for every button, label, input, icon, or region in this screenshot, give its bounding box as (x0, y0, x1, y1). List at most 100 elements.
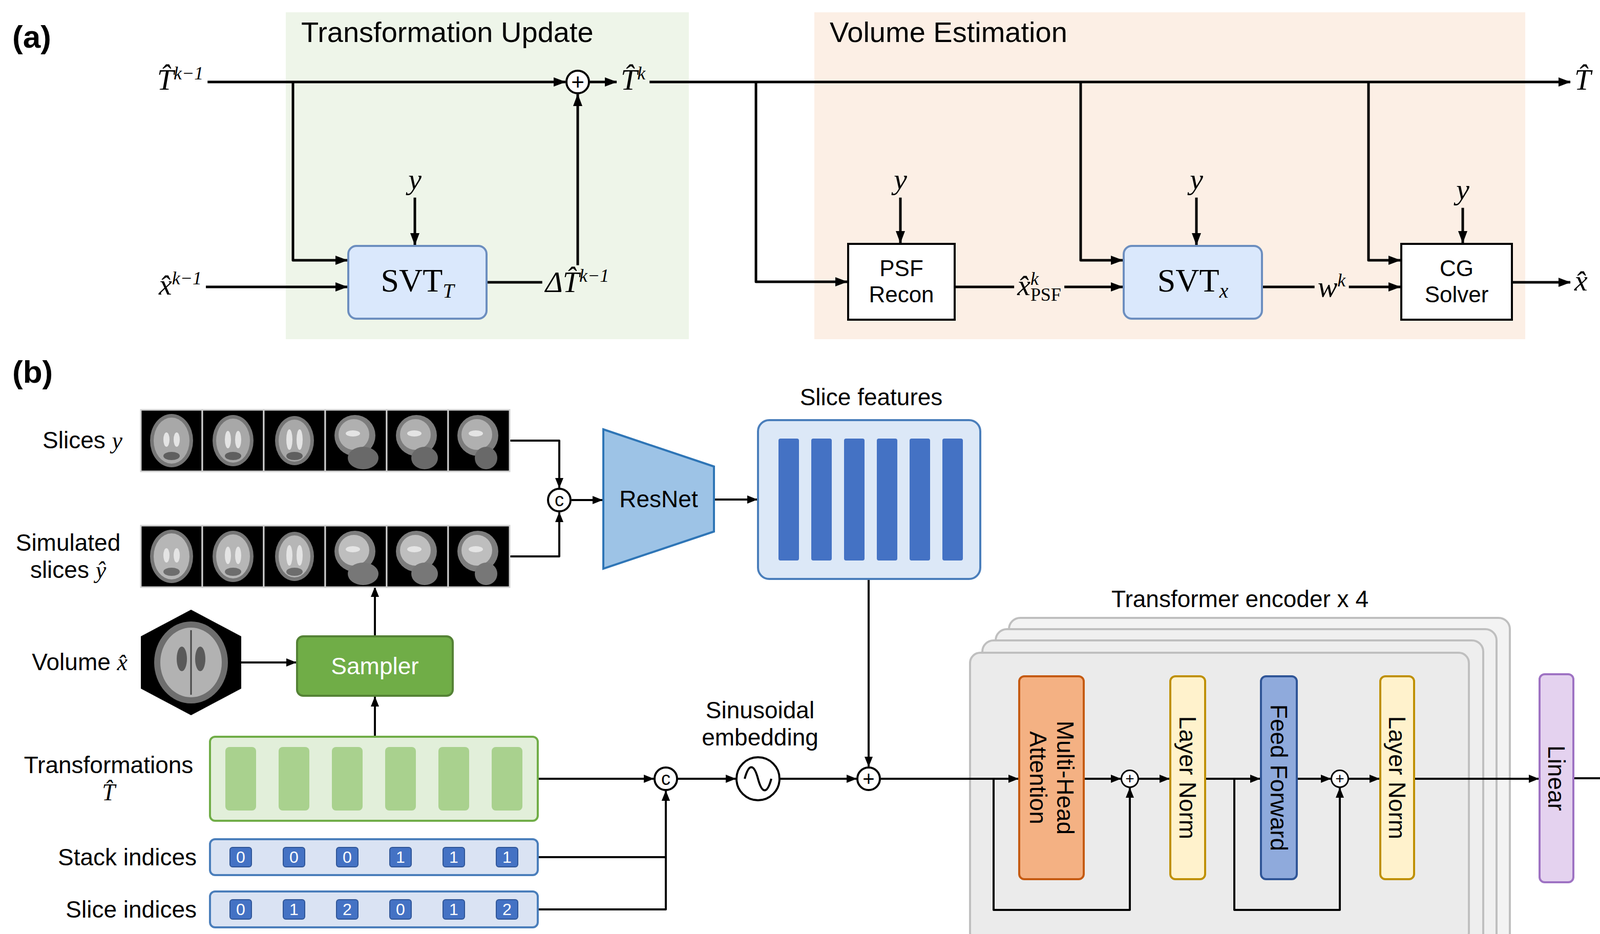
label-text: ΔT̂k−1 (545, 265, 610, 299)
text-run: Slices (42, 426, 112, 454)
label-text: 2 (502, 900, 512, 918)
label-text: 0 (236, 848, 246, 866)
ventricle (407, 430, 422, 437)
head-shape (275, 531, 314, 581)
label-text: c (554, 490, 564, 510)
text-box: 0 (390, 899, 411, 919)
body-shape (411, 562, 438, 585)
ventricle (407, 545, 422, 553)
brain-shape (461, 534, 493, 566)
label-text: Volume Estimation (829, 15, 1068, 49)
image-ground (448, 409, 510, 472)
index-cell: 2 (495, 898, 519, 920)
text-box: c (549, 489, 570, 511)
operator-circle: c (546, 487, 572, 513)
label-text: Volume x̂ (31, 648, 128, 676)
ventricle (176, 646, 187, 671)
text-box: 1 (496, 847, 518, 867)
head-shape (212, 530, 254, 582)
wire (207, 80, 566, 84)
label-text: CG Solver (1415, 255, 1498, 308)
text-box: SVTT (349, 246, 486, 318)
slice-image (140, 409, 203, 472)
layer-box: Linear (1538, 672, 1575, 883)
math-symbol: y (408, 162, 422, 197)
feature-bar (942, 438, 963, 561)
text-run: k (1337, 269, 1346, 291)
slice-image (263, 525, 326, 587)
wire (649, 80, 1571, 84)
label-text: 1 (449, 900, 459, 918)
connector (867, 579, 870, 767)
image-ground (386, 525, 449, 587)
fissure (190, 629, 193, 695)
index-cell: 0 (229, 846, 252, 868)
index-cell: 0 (335, 846, 359, 868)
label-text: PSF Recon (860, 255, 943, 308)
transform-bar: Transformations T̂ (208, 735, 539, 822)
text-run: x̂ (1017, 268, 1031, 302)
connector (571, 498, 603, 501)
text-box: 0 (230, 847, 251, 867)
text-run: SVT (1157, 262, 1220, 299)
text-run: PSF (1030, 284, 1062, 305)
label-text: T̂k−1 (157, 62, 204, 97)
text-box: + (567, 71, 588, 93)
slice-strip: Slices y (140, 409, 510, 472)
index-cell: 0 (282, 846, 306, 868)
body-shape (347, 562, 379, 585)
operator-circle: + (565, 69, 591, 95)
connector (538, 790, 666, 910)
feature-bar (876, 438, 898, 561)
text-box: 0 (230, 899, 251, 919)
image-ground (386, 409, 449, 472)
slice-image (140, 525, 203, 587)
index-cell: 2 (335, 898, 359, 920)
wire (590, 80, 617, 84)
text-run: T̂ (157, 62, 174, 97)
text-box: + (858, 768, 879, 789)
text-run: T (442, 279, 454, 303)
label-text: Simulated slices ŷ (15, 529, 121, 583)
label-text: 1 (502, 848, 512, 866)
layer-box: Layer Norm (1169, 675, 1207, 880)
text-run: x̂ (117, 648, 128, 676)
body-shape (474, 446, 498, 470)
operator-circle: + (1120, 769, 1140, 788)
wire (1574, 776, 1600, 780)
body-shape (411, 446, 438, 470)
slice-image (202, 525, 264, 587)
label-text: Transformations T̂ (24, 751, 194, 806)
text-box: Layer Norm (1171, 677, 1205, 878)
connector (714, 498, 757, 501)
ventricle (195, 646, 206, 671)
panel-label: (b) (12, 353, 53, 390)
slice-image (386, 525, 449, 587)
ventricle (163, 548, 170, 563)
tissue-shape (286, 567, 303, 576)
heading-box: Simulated slices ŷ (6, 529, 130, 584)
volume-illustration (140, 609, 242, 715)
edge-label-box: ΔT̂k−1 (542, 265, 613, 300)
text-box: ResNet (602, 428, 715, 570)
ventricle (173, 432, 180, 447)
index-cell: 1 (442, 846, 466, 868)
image-ground (325, 525, 387, 587)
edge-label-box: x̂kPSF (1014, 268, 1065, 306)
tissue-shape (163, 567, 180, 576)
transform-cell (278, 746, 310, 811)
feature-bar (844, 438, 865, 561)
text-run: k−1 (173, 62, 204, 84)
wire (1461, 207, 1465, 243)
wire (413, 197, 417, 245)
layer-box: Layer Norm (1379, 675, 1416, 880)
connector (373, 696, 376, 736)
ventricle (286, 429, 293, 450)
math-symbol: y (893, 162, 908, 197)
panel-label: (a) (12, 18, 52, 55)
transform-cell (438, 746, 470, 811)
tissue-shape (224, 451, 242, 460)
label-text: 1 (395, 848, 406, 866)
resnet-trapezoid: ResNet (602, 428, 715, 570)
brain-shape (153, 533, 190, 580)
